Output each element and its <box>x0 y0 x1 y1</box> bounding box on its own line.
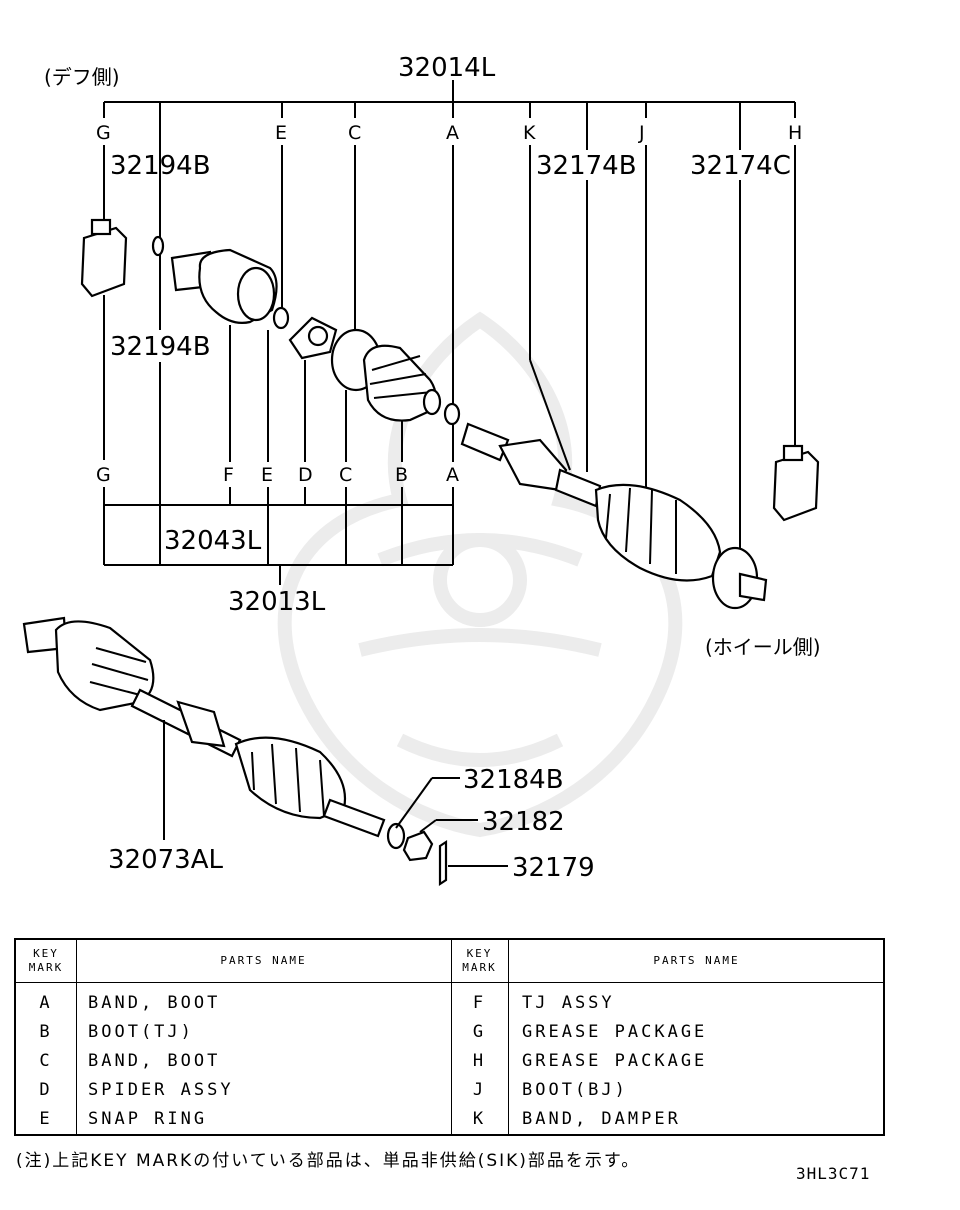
table-row-name: SPIDER ASSY <box>88 1079 234 1100</box>
part-number-32014L: 32014L <box>398 53 496 83</box>
washer <box>386 822 406 850</box>
table-row-name: BAND, BOOT <box>88 1050 221 1071</box>
table-row-key: D <box>39 1079 53 1100</box>
table-row-name: SNAP RING <box>88 1108 208 1129</box>
cotter-pin <box>438 839 448 887</box>
part-number-32184B: 32184B <box>463 765 564 795</box>
bottom-leaders <box>229 325 454 462</box>
small-part-leaders <box>163 720 508 867</box>
o-ring <box>151 235 165 257</box>
diff-side-label: (デフ側) <box>44 65 120 89</box>
grease-package-h <box>772 444 820 522</box>
table-row-key: K <box>472 1108 487 1129</box>
table-row-key: E <box>39 1108 53 1129</box>
part-number-32013L: 32013L <box>228 587 326 617</box>
key-mark-bottom: E <box>261 464 273 486</box>
top-bracket <box>103 80 796 238</box>
part-number-32174B: 32174B <box>536 151 637 181</box>
parts-table: KEY MARK PARTS NAME KEY MARK PARTS NAME … <box>14 938 885 1136</box>
diagram-code: 3HL3C71 <box>796 1164 871 1183</box>
header-key-mark-right: KEY MARK <box>462 947 497 974</box>
key-mark-bottom: D <box>298 464 313 486</box>
table-row-name: BOOT(TJ) <box>88 1021 194 1042</box>
bottom-brackets <box>103 487 454 585</box>
table-row-name: BAND, BOOT <box>88 992 221 1013</box>
key-mark-top: J <box>638 122 645 144</box>
table-row-name: GREASE PACKAGE <box>522 1021 708 1042</box>
table-row-key: G <box>472 1021 487 1042</box>
nut <box>402 830 434 862</box>
table-row-key: A <box>39 992 53 1013</box>
top-leaders <box>103 145 796 548</box>
part-number-32179: 32179 <box>512 853 595 883</box>
key-mark-top: G <box>96 122 111 144</box>
key-mark-bottom: A <box>446 464 459 486</box>
key-mark-bottom: F <box>223 464 234 486</box>
parts-diagram: (デフ側) (ホイール側) 32014L 32194B 32194B 32174… <box>22 53 821 887</box>
key-mark-top: C <box>348 122 361 144</box>
watermark-emblem <box>277 311 683 838</box>
boot-tj <box>362 344 442 422</box>
key-mark-bottom: G <box>96 464 111 486</box>
header-key-mark-left: KEY MARK <box>28 947 64 974</box>
header-parts-name-right: PARTS NAME <box>653 954 740 967</box>
key-mark-top: K <box>523 122 536 144</box>
table-row-key: H <box>472 1050 487 1071</box>
key-mark-bottom: C <box>339 464 352 486</box>
table-row-name: GREASE PACKAGE <box>522 1050 708 1071</box>
key-mark-top: A <box>446 122 459 144</box>
part-number-32182: 32182 <box>482 807 565 837</box>
band-boot-a <box>443 402 461 426</box>
table-row-key: F <box>472 992 487 1013</box>
key-mark-bottom: B <box>395 464 408 486</box>
table-row-name: BOOT(BJ) <box>522 1079 628 1100</box>
part-number-32073AL: 32073AL <box>108 845 223 875</box>
tj-housing <box>170 248 278 324</box>
bj-joint-assy <box>460 422 768 610</box>
snap-ring <box>272 306 290 330</box>
key-mark-top: H <box>788 122 802 144</box>
part-number-32194B-top: 32194B <box>110 151 211 181</box>
part-number-32174C: 32174C <box>690 151 791 181</box>
table-row-key: C <box>39 1050 53 1071</box>
drive-shaft-assy <box>22 616 386 838</box>
wheel-side-label: (ホイール側) <box>705 635 821 659</box>
part-number-32194B-lower: 32194B <box>110 332 211 362</box>
table-row-key: J <box>472 1079 487 1100</box>
header-parts-name-left: PARTS NAME <box>220 954 307 967</box>
table-row-name: BAND, DAMPER <box>522 1108 681 1129</box>
key-mark-top: E <box>275 122 287 144</box>
table-row-name: TJ ASSY <box>522 992 615 1013</box>
table-row-key: B <box>39 1021 53 1042</box>
footnote: (注)上記KEY MARKの付いている部品は、単品非供給(SIK)部品を示す。 <box>16 1151 641 1171</box>
spider-assy <box>288 316 338 360</box>
part-number-32043L: 32043L <box>164 526 262 556</box>
grease-package-g <box>80 218 128 298</box>
